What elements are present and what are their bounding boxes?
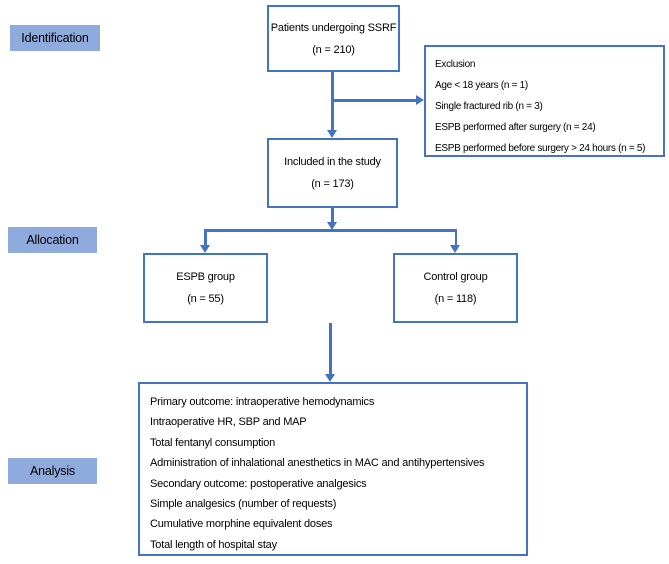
box-included-line1: Included in the study [284, 156, 381, 168]
box-exclusion: Exclusion Age < 18 years (n = 1) Single … [424, 45, 665, 157]
exclusion-item: Age < 18 years (n = 1) [435, 80, 528, 91]
arrowhead-right-exclusion-icon [416, 95, 424, 105]
connector-split-control [454, 229, 457, 245]
exclusion-item: ESPB performed before surgery > 24 hours… [435, 143, 646, 154]
arrowhead-down-split-icon [327, 222, 337, 230]
box-control-line1: Control group [423, 271, 488, 283]
analysis-item: Administration of inhalational anestheti… [150, 457, 485, 470]
analysis-item: Total fentanyl consumption [150, 436, 276, 449]
connector-split-bar [204, 229, 457, 232]
analysis-item: Cumulative morphine equivalent doses [150, 518, 333, 531]
arrowhead-down-control-icon [450, 245, 460, 253]
box-patients-count: (n = 210) [312, 43, 355, 56]
box-included: Included in the study (n = 173) [267, 138, 398, 208]
connector-to-exclusion [331, 99, 416, 102]
analysis-list: Primary outcome: intraoperative hemodyna… [140, 384, 526, 555]
box-espb-count: (n = 55) [187, 293, 224, 305]
exclusion-list: Exclusion Age < 18 years (n = 1) Single … [426, 47, 663, 159]
arrowhead-down-espb-icon [200, 245, 210, 253]
exclusion-title: Exclusion [435, 59, 476, 70]
exclusion-item: Single fractured rib (n = 3) [435, 101, 543, 112]
box-espb-group: ESPB group (n = 55) [143, 253, 268, 323]
stage-label-identification: Identification [10, 25, 100, 51]
box-control-count: (n = 118) [434, 293, 477, 305]
arrowhead-down-analysis-icon [325, 374, 335, 382]
box-included-count: (n = 173) [311, 178, 354, 190]
analysis-item: Secondary outcome: postoperative analges… [150, 477, 367, 490]
connector-split-espb [204, 229, 207, 245]
box-control-group: Control group (n = 118) [393, 253, 518, 323]
arrowhead-down-included-icon [327, 130, 337, 138]
analysis-item: Intraoperative HR, SBP and MAP [150, 416, 307, 429]
exclusion-item: ESPB performed after surgery (n = 24) [435, 122, 596, 133]
box-analysis: Primary outcome: intraoperative hemodyna… [138, 382, 528, 556]
analysis-item: Total length of hospital stay [150, 538, 277, 551]
box-patients: Patients undergoing SSRF (n = 210) [267, 5, 400, 72]
stage-label-analysis: Analysis [8, 458, 97, 484]
analysis-item: Primary outcome: intraoperative hemodyna… [150, 396, 375, 408]
connector-included-split [331, 208, 334, 223]
box-patients-line1: Patients undergoing SSRF [270, 21, 397, 34]
connector-groups-analysis [329, 323, 332, 374]
box-espb-line1: ESPB group [176, 271, 235, 283]
stage-label-allocation: Allocation [8, 227, 97, 253]
analysis-item: Simple analgesics (number of requests) [150, 498, 337, 511]
